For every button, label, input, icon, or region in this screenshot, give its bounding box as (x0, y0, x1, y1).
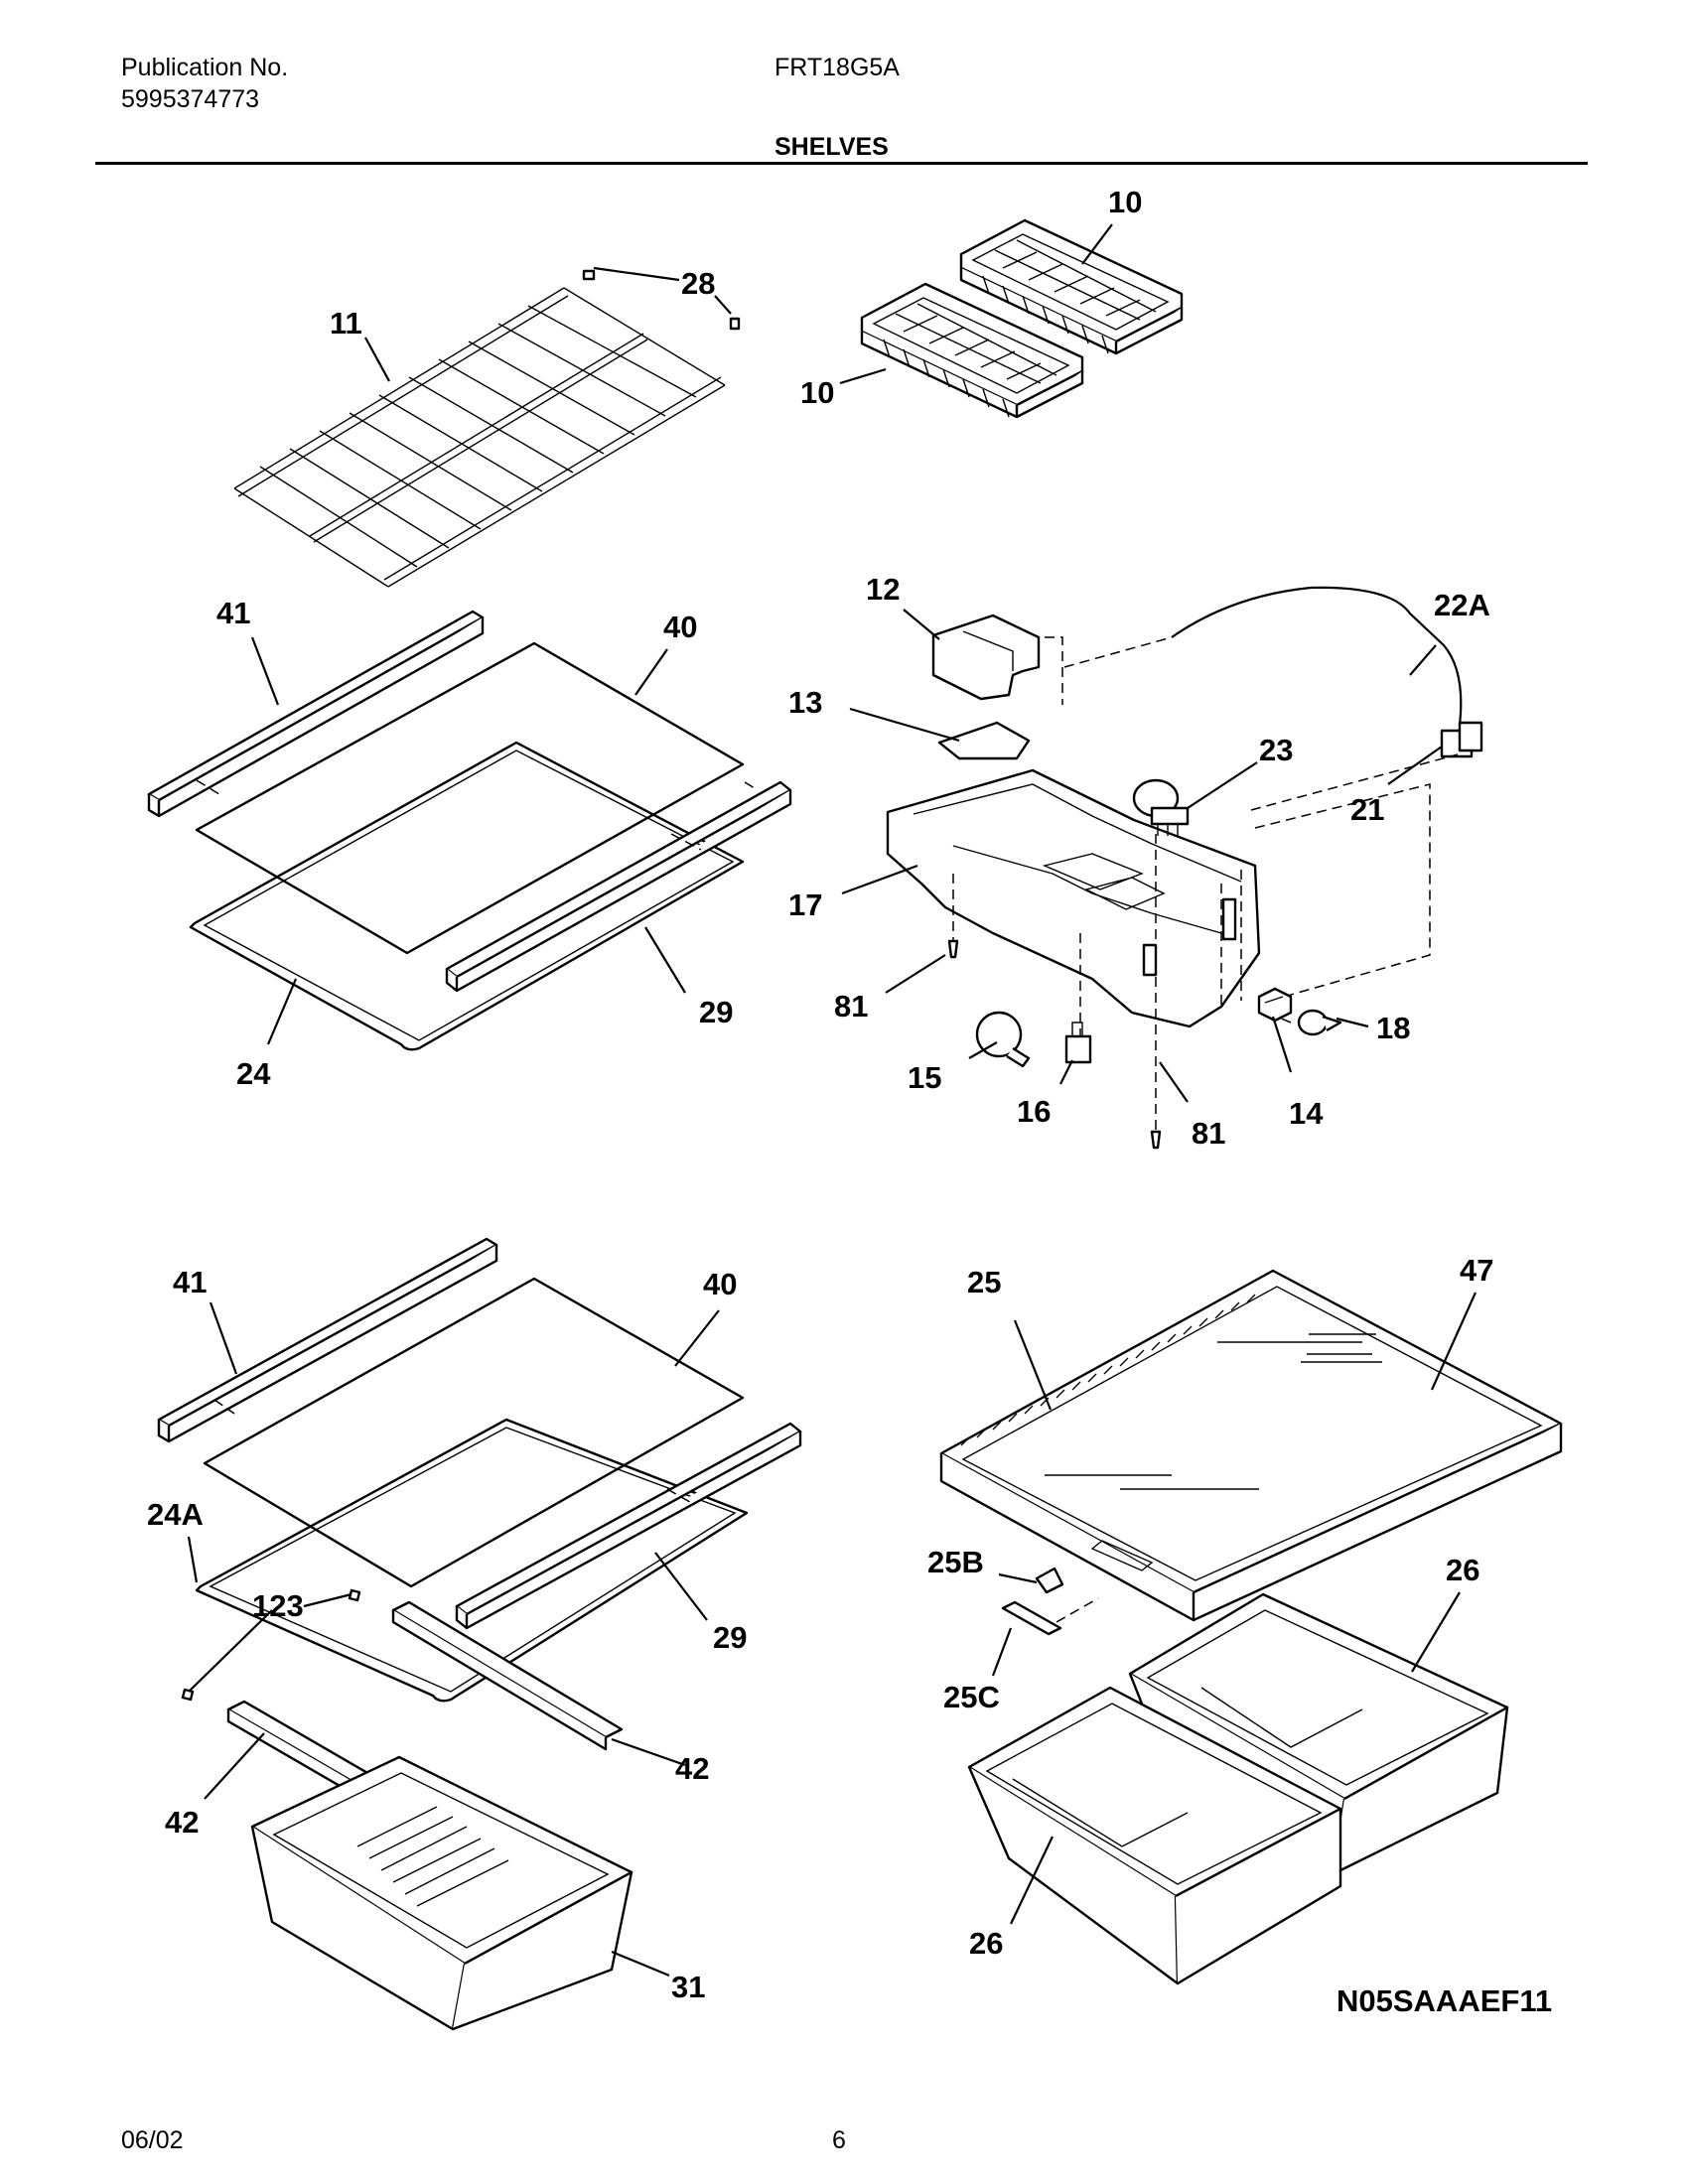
screw-81-a (947, 939, 959, 959)
callout-13: 13 (788, 685, 822, 720)
callout-23: 23 (1259, 733, 1293, 767)
callout-25b: 25B (927, 1545, 984, 1579)
housing-post-b (1142, 943, 1158, 977)
screw-81-b (1150, 1130, 1162, 1150)
diagram-code: N05SAAAEF11 (1336, 1983, 1552, 2018)
shelf-stop-28 (582, 269, 596, 281)
shelf-trim-41-bottom (157, 1237, 498, 1443)
drawer-rail-42-right (391, 1600, 624, 1751)
callout-42-right: 42 (675, 1751, 709, 1786)
section-title: SHELVES (774, 133, 889, 161)
callout-10-back: 10 (1108, 185, 1142, 219)
switch-14 (1257, 987, 1293, 1023)
light-bulb-15 (975, 1011, 1031, 1068)
shelf-frame-24a (195, 1418, 749, 1703)
glass-insert-47 (1045, 1333, 1382, 1490)
crisper-cover-25 (939, 1269, 1563, 1622)
footer-date: 06/02 (121, 2126, 184, 2154)
callout-24: 24 (236, 1056, 271, 1091)
ice-tray-front (860, 282, 1084, 419)
ice-tray-back (959, 218, 1184, 355)
callout-25: 25 (967, 1265, 1001, 1299)
callout-29-top: 29 (699, 995, 733, 1029)
callout-123: 123 (252, 1588, 304, 1623)
callout-labels: 10 10 28 11 41 40 29 24 12 13 17 81 15 1… (147, 185, 1552, 2018)
hinge-25b (1035, 1567, 1064, 1594)
bracket-25c (1001, 1600, 1062, 1636)
wire-harness-22a (1171, 586, 1463, 726)
callout-21: 21 (1350, 792, 1384, 827)
housing-post-a (1221, 897, 1237, 941)
callout-28: 28 (681, 266, 715, 301)
callout-81-left: 81 (834, 989, 868, 1024)
callout-15: 15 (908, 1060, 941, 1095)
screw-123-b (181, 1688, 195, 1702)
leader-lines (187, 223, 1477, 1978)
callout-29-bottom: 29 (713, 1620, 747, 1655)
light-shield-12 (931, 614, 1041, 701)
callout-42-left: 42 (165, 1805, 199, 1840)
callout-25c: 25C (943, 1680, 1000, 1714)
crisper-pan-26-left (967, 1686, 1342, 1985)
shelf-trim-29-bottom (455, 1422, 802, 1630)
callout-81-right: 81 (1192, 1116, 1225, 1151)
publication-number: 5995374773 (121, 85, 260, 113)
wire-shelf-11 (233, 269, 741, 588)
shelf-trim-41-top (147, 610, 485, 818)
callout-22a: 22A (1434, 588, 1490, 622)
light-housing-17 (886, 768, 1261, 1028)
shelf-frame-24 (189, 741, 745, 1051)
publication-label: Publication No. (121, 54, 289, 81)
shelf-stop-28-b (729, 317, 741, 331)
header-rule (95, 162, 1588, 165)
callout-41-bottom: 41 (173, 1265, 207, 1299)
callout-18: 18 (1376, 1011, 1410, 1045)
footer-page-number: 6 (832, 2126, 846, 2154)
callout-11: 11 (330, 306, 362, 341)
callout-16: 16 (1017, 1094, 1051, 1129)
light-socket-16 (1064, 1022, 1092, 1064)
defrost-timer-23 (1132, 778, 1190, 836)
glass-shelf-40-top (195, 641, 745, 955)
callout-24a: 24A (147, 1497, 204, 1532)
callout-40-bottom: 40 (703, 1267, 737, 1301)
callout-10-front: 10 (800, 375, 834, 410)
callout-14: 14 (1289, 1096, 1324, 1131)
callout-31: 31 (671, 1970, 705, 2004)
callout-26-right: 26 (1446, 1553, 1479, 1587)
glass-shelf-40-bottom (203, 1277, 745, 1588)
callout-26-left: 26 (969, 1926, 1003, 1961)
diffuser-13 (937, 721, 1031, 760)
knob-18 (1297, 1009, 1342, 1036)
crisper-drawer-31 (250, 1755, 633, 2031)
callout-47: 47 (1460, 1253, 1493, 1288)
callout-17: 17 (788, 887, 822, 922)
callout-40-top: 40 (663, 610, 697, 644)
callout-12: 12 (866, 572, 900, 607)
light-switch-21 (1440, 721, 1483, 758)
model-number: FRT18G5A (774, 54, 900, 81)
shelf-trim-29-top (445, 780, 792, 993)
callout-41-top: 41 (216, 596, 250, 630)
